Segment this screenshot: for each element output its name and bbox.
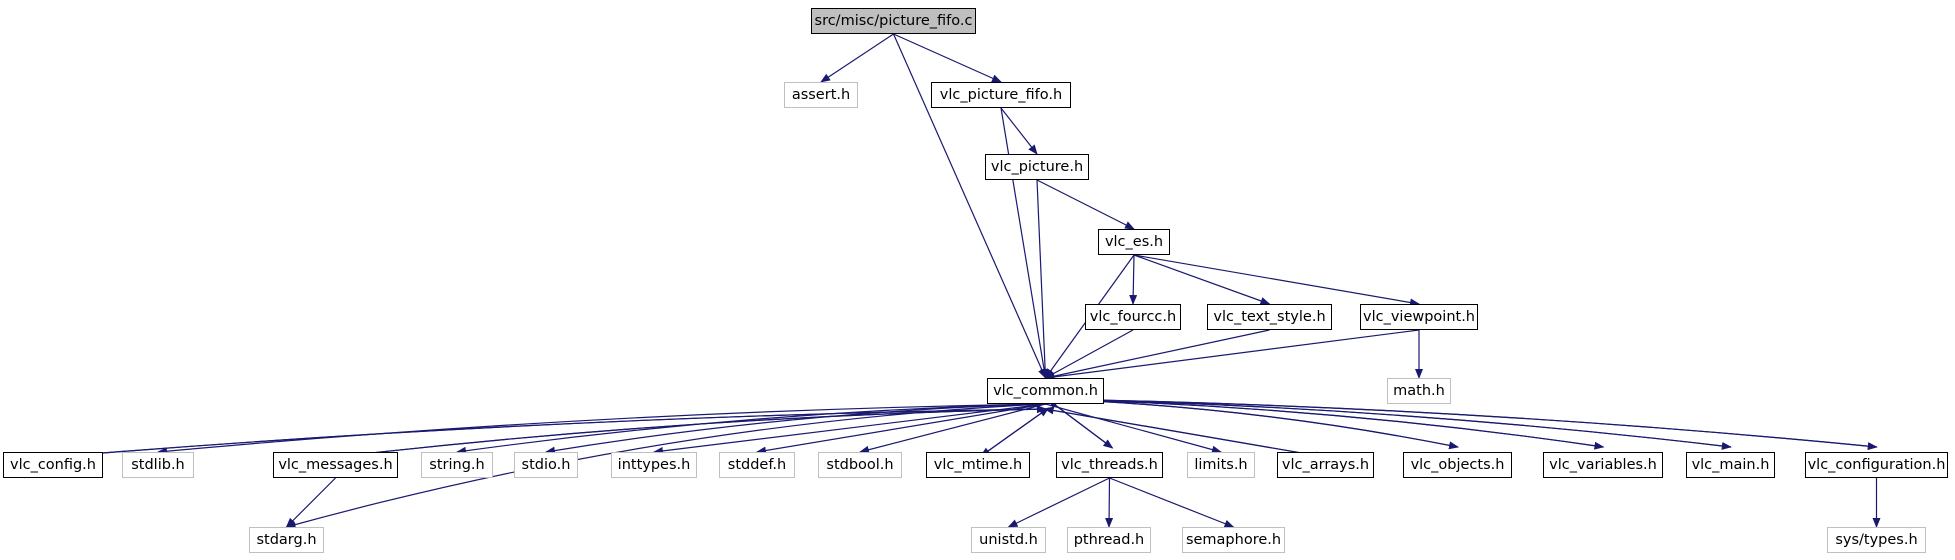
node-root: src/misc/picture_fifo.c — [811, 8, 976, 34]
edge-vlc_variables-to-vlc_common — [1044, 395, 1604, 448]
edge-vlc_arrays-to-vlc_common — [1043, 406, 1325, 458]
edge-vlc_threads-to-vlc_common — [1047, 399, 1113, 449]
edge-vlc_threads-to-pthread — [1105, 477, 1114, 528]
edge-vlc_picture-to-vlc_es — [1036, 179, 1135, 230]
node-vlc-text-style[interactable]: vlc_text_style.h — [1207, 304, 1332, 330]
node-vlc-fourcc[interactable]: vlc_fourcc.h — [1085, 304, 1181, 330]
edge-vlc_common-to-inttypes — [653, 403, 1046, 455]
node-vlc-threads[interactable]: vlc_threads.h — [1056, 452, 1163, 478]
edge-vlc_messages-to-vlc_common — [335, 405, 1047, 458]
node-vlc-configuration[interactable]: vlc_configuration.h — [1805, 452, 1948, 478]
edge-vlc_messages-to-stdarg — [285, 477, 336, 528]
node-vlc-arrays[interactable]: vlc_arrays.h — [1277, 452, 1374, 478]
node-pthread: pthread.h — [1067, 527, 1151, 553]
node-vlc-picture[interactable]: vlc_picture.h — [985, 154, 1089, 180]
edge-vlc_common-to-vlc_main — [1045, 398, 1732, 450]
node-stdbool: stdbool.h — [818, 452, 902, 478]
edge-vlc_picture_fifo-to-vlc_picture — [1000, 107, 1038, 155]
node-vlc-mtime[interactable]: vlc_mtime.h — [926, 452, 1030, 478]
node-vlc-common[interactable]: vlc_common.h — [987, 378, 1104, 404]
node-assert: assert.h — [784, 82, 858, 108]
node-vlc-objects[interactable]: vlc_objects.h — [1403, 452, 1512, 478]
node-unistd: unistd.h — [971, 527, 1046, 553]
node-math: math.h — [1387, 378, 1451, 404]
edge-vlc_common-to-stdarg — [285, 403, 1046, 529]
node-vlc-viewpoint[interactable]: vlc_viewpoint.h — [1360, 304, 1478, 330]
node-vlc-picture-fifo[interactable]: vlc_picture_fifo.h — [931, 82, 1071, 108]
node-limits: limits.h — [1187, 452, 1255, 478]
edge-vlc_es-to-vlc_viewpoint — [1133, 254, 1420, 307]
edge-vlc_picture_fifo-to-vlc_common — [1000, 107, 1048, 379]
node-vlc-variables[interactable]: vlc_variables.h — [1543, 452, 1663, 478]
node-vlc-messages[interactable]: vlc_messages.h — [273, 452, 398, 478]
node-inttypes: inttypes.h — [611, 452, 697, 478]
edge-vlc_text_style-to-vlc_common — [1044, 329, 1270, 381]
node-stdarg: stdarg.h — [249, 527, 324, 553]
edge-vlc_threads-to-unistd — [1007, 477, 1110, 528]
edge-vlc_common-to-vlc_messages — [334, 408, 1046, 460]
edge-vlc_main-to-vlc_common — [1044, 395, 1731, 448]
node-sys-types: sys/types.h — [1827, 527, 1926, 553]
edge-vlc_mtime-to-vlc_common — [980, 407, 1050, 457]
edge-vlc_common-to-limits — [1045, 403, 1222, 454]
node-vlc-es[interactable]: vlc_es.h — [1098, 229, 1170, 255]
edge-vlc_common-to-stddef — [756, 403, 1046, 455]
edge-vlc_threads-to-semaphore — [1109, 477, 1235, 528]
edge-vlc_common-to-stdlib — [157, 403, 1046, 456]
node-string: string.h — [421, 452, 493, 478]
edge-root-to-vlc_common — [892, 33, 1047, 379]
edge-vlc_common-to-stdbool — [859, 403, 1046, 454]
edge-vlc_picture-to-vlc_common — [1036, 179, 1050, 379]
edge-vlc_es-to-vlc_fourcc — [1129, 254, 1138, 305]
edge-vlc_fourcc-to-vlc_common — [1044, 329, 1134, 379]
edge-vlc_common-to-string — [456, 403, 1046, 455]
edge-vlc_config-to-vlc_common — [53, 405, 1047, 458]
node-stddef: stddef.h — [719, 452, 795, 478]
node-semaphore: semaphore.h — [1182, 527, 1285, 553]
edge-vlc_es-to-vlc_text_style — [1133, 254, 1271, 305]
edge-vlc_common-to-vlc_config — [52, 408, 1046, 461]
node-vlc-main[interactable]: vlc_main.h — [1686, 452, 1775, 478]
edge-vlc_viewpoint-to-vlc_common — [1044, 329, 1420, 381]
node-stdlib: stdlib.h — [122, 452, 194, 478]
edge-root-to-assert — [820, 33, 894, 83]
edge-root-to-vlc_picture_fifo — [893, 33, 1002, 83]
node-vlc-config[interactable]: vlc_config.h — [3, 452, 103, 478]
node-stdio: stdio.h — [514, 452, 578, 478]
edge-vlc_configuration-to-vlc_common — [1044, 395, 1877, 448]
edge-vlc_common-to-stdio — [545, 403, 1046, 455]
